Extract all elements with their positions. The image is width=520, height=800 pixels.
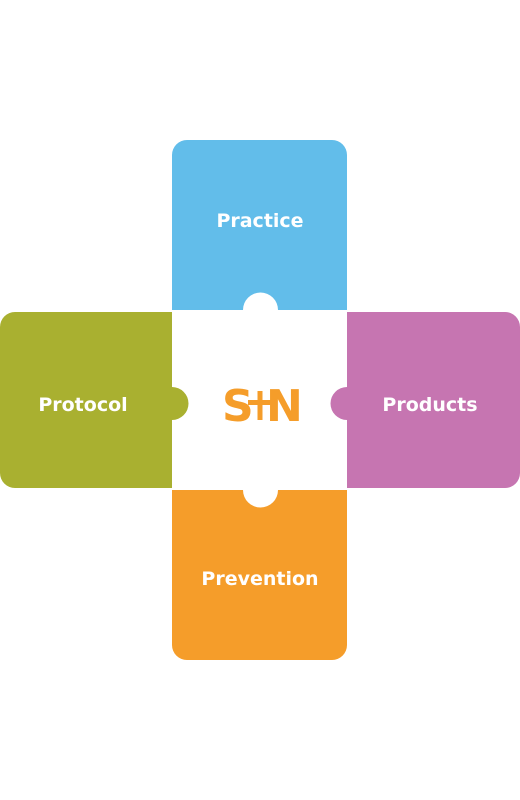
prevention-piece-shape — [172, 490, 347, 660]
puzzle-piece-prevention: Prevention — [172, 490, 347, 660]
sn-logo: S N — [222, 381, 303, 432]
puzzle-piece-protocol: Protocol — [0, 312, 189, 488]
protocol-label: Protocol — [38, 394, 127, 416]
protocol-piece-shape — [0, 312, 189, 488]
logo-plus-icon — [248, 391, 272, 420]
practice-label: Practice — [216, 210, 303, 232]
logo-letter-s: S — [222, 381, 254, 432]
products-piece-shape — [330, 312, 520, 488]
puzzle-piece-products: Products — [330, 312, 520, 488]
logo-letter-n: N — [266, 381, 303, 432]
products-label: Products — [382, 394, 477, 416]
prevention-label: Prevention — [201, 568, 318, 590]
puzzle-piece-practice: Practice — [172, 140, 347, 310]
practice-piece-shape — [172, 140, 347, 310]
